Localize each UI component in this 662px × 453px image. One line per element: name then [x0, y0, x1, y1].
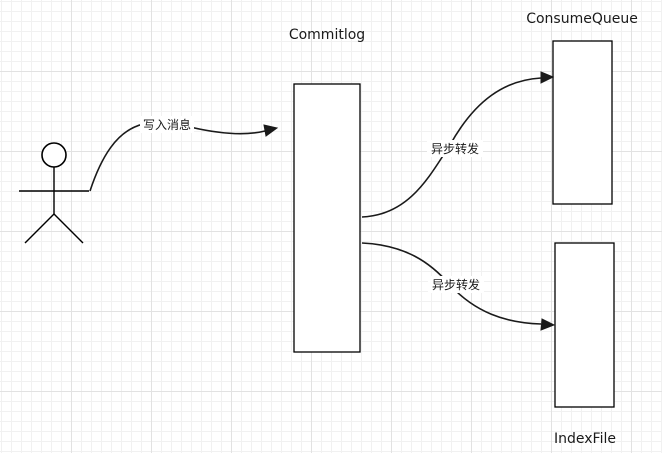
actor-head [41, 142, 67, 168]
edge-async-forward-index-file-label-bg [428, 276, 484, 293]
actor-left-leg [24, 213, 55, 244]
consume-queue-box[interactable] [552, 40, 613, 205]
actor-right-leg [53, 213, 84, 244]
edge-async-forward-consume-queue[interactable]: 异步转发 [361, 71, 555, 218]
edge-async-forward-consume-queue-label-bg [427, 140, 483, 157]
edge-write-message-label-bg [140, 116, 194, 133]
edge-async-forward-consume-queue-arrow [540, 71, 555, 84]
edge-async-forward-index-file-label: 异步转发 [432, 277, 480, 292]
index-file-box[interactable] [554, 242, 615, 408]
edge-write-message-arrow [263, 124, 279, 137]
edge-async-forward-index-file-arrow [540, 318, 556, 331]
edge-async-forward-index-file[interactable]: 异步转发 [361, 242, 556, 331]
commitlog-box[interactable] [293, 83, 361, 353]
index-file-label: IndexFile [554, 431, 616, 447]
edge-async-forward-consume-queue-label: 异步转发 [431, 141, 479, 156]
consume-queue-label: ConsumeQueue [526, 11, 638, 27]
edge-write-message[interactable]: 写入消息 [89, 116, 279, 192]
edge-write-message-label: 写入消息 [143, 117, 191, 132]
stick-figure-icon[interactable] [19, 142, 89, 244]
commitlog-label: Commitlog [289, 27, 365, 43]
